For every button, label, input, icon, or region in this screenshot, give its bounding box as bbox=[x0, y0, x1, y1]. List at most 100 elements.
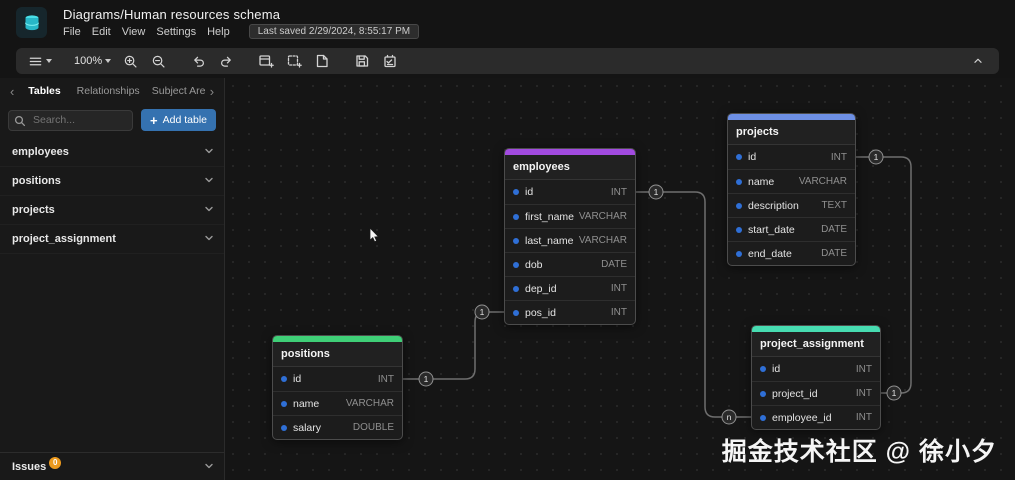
table-field-row[interactable]: name VARCHAR bbox=[728, 169, 855, 193]
menu-settings[interactable]: Settings bbox=[156, 25, 197, 38]
relationship-projects-project-assignment[interactable] bbox=[856, 156, 912, 394]
save-button[interactable] bbox=[349, 50, 375, 72]
field-name: id bbox=[772, 363, 781, 375]
cardinality-badge: 1 bbox=[474, 304, 490, 320]
field-type: VARCHAR bbox=[345, 398, 394, 409]
sidebar-table-list: employees positions projects bbox=[0, 138, 224, 452]
table-field-row[interactable]: name VARCHAR bbox=[273, 391, 402, 415]
add-note-icon bbox=[316, 54, 328, 68]
table-field-row[interactable]: project_id INT bbox=[752, 381, 880, 405]
field-name: dob bbox=[525, 258, 543, 271]
toolbar: 100% bbox=[16, 48, 999, 74]
table-field-row[interactable]: id INT bbox=[728, 145, 855, 169]
relationship-employees-project-assignment[interactable] bbox=[636, 191, 751, 418]
field-type: INT bbox=[855, 363, 872, 375]
table-card-positions[interactable]: positions id INT name VARCHAR salary DOU… bbox=[272, 335, 403, 440]
sidebar-item-project-assignment[interactable]: project_assignment bbox=[0, 225, 224, 254]
database-logo-icon bbox=[24, 14, 39, 30]
chevron-down-icon[interactable] bbox=[204, 233, 214, 246]
sidebar-item-projects[interactable]: projects bbox=[0, 196, 224, 225]
zoom-level-dropdown[interactable]: 100% bbox=[70, 50, 115, 72]
add-note-button[interactable] bbox=[309, 50, 335, 72]
field-name: start_date bbox=[748, 223, 795, 236]
document-title: Diagrams/Human resources schema bbox=[63, 7, 281, 22]
table-card-employees[interactable]: employees id INT first_name VARCHAR last… bbox=[504, 148, 636, 325]
field-type: VARCHAR bbox=[578, 235, 627, 246]
table-field-row[interactable]: employee_id INT bbox=[752, 405, 880, 429]
svg-text:1: 1 bbox=[424, 374, 429, 384]
field-name: first_name bbox=[525, 210, 575, 223]
tab-tables[interactable]: Tables bbox=[28, 85, 61, 97]
tab-relationships[interactable]: Relationships bbox=[76, 85, 140, 97]
field-dot bbox=[760, 414, 766, 421]
collapse-toolbar-button[interactable] bbox=[965, 50, 991, 72]
field-type: DOUBLE bbox=[352, 422, 394, 433]
table-field-row[interactable]: end_date DATE bbox=[728, 241, 855, 265]
table-card-project-assignment[interactable]: project_assignment id INT project_id INT… bbox=[751, 325, 881, 430]
todo-button[interactable] bbox=[377, 50, 403, 72]
svg-text:1: 1 bbox=[480, 307, 485, 317]
table-accent-bar bbox=[752, 326, 880, 332]
tab-subject-areas[interactable]: Subject Are bbox=[151, 85, 206, 97]
field-dot bbox=[736, 250, 742, 257]
table-field-row[interactable]: start_date DATE bbox=[728, 217, 855, 241]
add-table-button[interactable]: + Add table bbox=[141, 109, 216, 131]
issues-panel-header[interactable]: Issues 0 bbox=[0, 452, 224, 480]
tabs-scroll-left-icon[interactable]: ‹ bbox=[9, 83, 15, 99]
field-dot bbox=[736, 202, 742, 209]
field-name: name bbox=[748, 175, 775, 188]
table-field-row[interactable]: description TEXT bbox=[728, 193, 855, 217]
field-name: end_date bbox=[748, 247, 792, 260]
cardinality-badge: 1 bbox=[886, 385, 902, 401]
table-card-projects[interactable]: projects id INT name VARCHAR description… bbox=[727, 113, 856, 266]
search-input[interactable] bbox=[8, 109, 134, 131]
undo-button[interactable] bbox=[185, 50, 211, 72]
chevron-down-icon[interactable] bbox=[204, 146, 214, 159]
table-accent-bar bbox=[505, 149, 635, 155]
hamburger-icon bbox=[29, 57, 42, 65]
field-type: VARCHAR bbox=[578, 211, 627, 222]
menu-file[interactable]: File bbox=[63, 25, 81, 38]
watermark-text: 掘金技术社区 @ 徐小夕 bbox=[721, 438, 997, 466]
sidebar-item-employees[interactable]: employees bbox=[0, 138, 224, 167]
issues-count-badge: 0 bbox=[49, 456, 62, 469]
field-type: DATE bbox=[821, 224, 847, 235]
diagram-canvas[interactable]: 1 1 1 n 1 bbox=[225, 78, 1015, 480]
sidebar-item-positions[interactable]: positions bbox=[0, 167, 224, 196]
table-field-row[interactable]: dep_id INT bbox=[505, 276, 635, 300]
table-field-row[interactable]: id INT bbox=[505, 180, 635, 204]
chevron-down-icon[interactable] bbox=[204, 175, 214, 188]
redo-button[interactable] bbox=[213, 50, 239, 72]
app-logo[interactable] bbox=[16, 7, 47, 38]
table-field-row[interactable]: salary DOUBLE bbox=[273, 415, 402, 439]
zoom-out-button[interactable] bbox=[145, 50, 171, 72]
chevron-down-icon[interactable] bbox=[204, 458, 214, 476]
table-field-row[interactable]: first_name VARCHAR bbox=[505, 204, 635, 228]
table-field-row[interactable]: id INT bbox=[273, 367, 402, 391]
tabs-scroll-right-icon[interactable]: › bbox=[209, 83, 215, 99]
chevron-down-icon[interactable] bbox=[204, 204, 214, 217]
field-type: DATE bbox=[821, 248, 847, 259]
table-field-row[interactable]: id INT bbox=[752, 357, 880, 381]
add-area-button[interactable] bbox=[281, 50, 307, 72]
cardinality-badge: n bbox=[721, 409, 737, 425]
menu-help[interactable]: Help bbox=[207, 25, 230, 38]
table-title: employees bbox=[505, 155, 635, 180]
issues-label: Issues bbox=[12, 460, 47, 473]
field-name: id bbox=[293, 373, 302, 385]
menu-view[interactable]: View bbox=[121, 25, 146, 38]
layout-menu-button[interactable] bbox=[24, 50, 56, 72]
menu-edit[interactable]: Edit bbox=[91, 25, 111, 38]
table-field-row[interactable]: dob DATE bbox=[505, 252, 635, 276]
field-name: salary bbox=[293, 421, 322, 434]
last-saved-badge: Last saved 2/29/2024, 8:55:17 PM bbox=[248, 24, 420, 39]
plus-icon: + bbox=[150, 112, 158, 128]
add-table-tool-button[interactable] bbox=[253, 50, 279, 72]
field-name: id bbox=[525, 186, 534, 198]
cardinality-badge: 1 bbox=[868, 149, 884, 165]
field-dot bbox=[760, 366, 766, 372]
zoom-in-button[interactable] bbox=[117, 50, 143, 72]
relationship-positions-employees[interactable] bbox=[403, 311, 504, 380]
table-field-row[interactable]: last_name VARCHAR bbox=[505, 228, 635, 252]
table-field-row[interactable]: pos_id INT bbox=[505, 300, 635, 324]
